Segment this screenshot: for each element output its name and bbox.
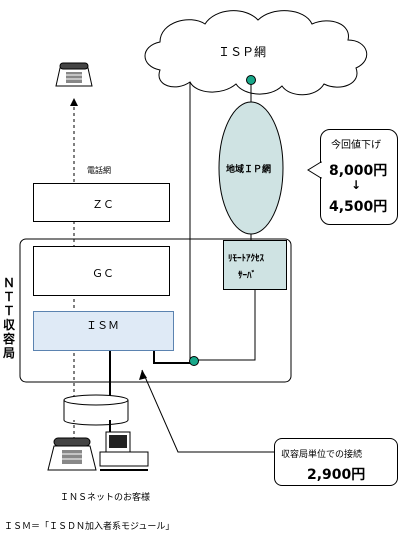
gc-box: ＧＣ xyxy=(33,246,170,296)
remote-access-server-line1: ﾘﾓｰﾄｱｸｾｽ xyxy=(228,254,265,264)
computer-icon xyxy=(99,431,149,471)
remote-access-server-line2: ｻｰﾊﾞ xyxy=(238,271,257,281)
telephone-icon-customer xyxy=(47,437,97,471)
gc-label: ＧＣ xyxy=(92,267,114,280)
regional-ip-network-label: 地域ＩＰ網 xyxy=(226,165,272,175)
connection-callout-title: 収容局単位での接続 xyxy=(281,450,363,460)
ism-box: ＩＳＭ xyxy=(33,311,174,351)
zc-label: ＺＣ xyxy=(92,198,114,211)
office-node xyxy=(189,356,199,366)
ntt-office-label: ＮＴＴ収容局 xyxy=(3,276,16,360)
terminal-cylinder xyxy=(63,394,129,426)
telephone-icon-top xyxy=(55,62,93,87)
price-down-arrow: ↓ xyxy=(351,178,362,192)
footnote: ＩＳＭ＝「ＩＳＤＮ加入者系モジュール」 xyxy=(4,522,175,532)
isp-network-label: ＩＳＰ網 xyxy=(218,45,267,59)
connection-price-callout: 収容局単位での接続 2,900円 xyxy=(274,438,398,486)
ism-label: ＩＳＭ xyxy=(86,319,119,332)
phone-network-label: 電話網 xyxy=(87,166,111,175)
isp-cloud-shape xyxy=(144,10,368,96)
new-price: 4,500円 xyxy=(329,199,388,215)
connection-price: 2,900円 xyxy=(307,467,366,483)
customer-label: ＩＮＳネットのお客様 xyxy=(60,493,151,503)
old-price: 8,000円 xyxy=(329,163,388,179)
remote-access-server-box: ﾘﾓｰﾄｱｸｾｽ ｻｰﾊﾞ xyxy=(223,240,287,290)
zc-box: ＺＣ xyxy=(33,183,170,222)
price-reduction-callout: 今回値下げ 8,000円 ↓ 4,500円 xyxy=(320,129,398,225)
price-callout-title: 今回値下げ xyxy=(331,140,381,151)
isp-node xyxy=(246,75,256,85)
